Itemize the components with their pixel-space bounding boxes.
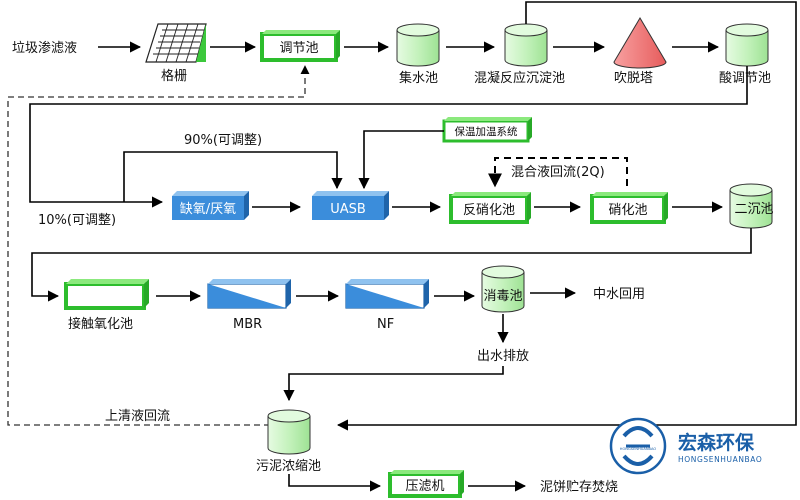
sludge-line-to-thickener xyxy=(283,366,504,402)
brand-logo: HONGSENHUANBAO 宏森环保 HONGSENHUANBAO xyxy=(609,417,762,475)
filter-press-label: 压滤机 xyxy=(405,479,444,494)
sludge-thickener-label: 污泥浓缩池 xyxy=(256,458,321,474)
stripping-tower-label: 吹脱塔 xyxy=(614,71,653,86)
reclaimed-water-label: 中水回用 xyxy=(593,287,645,302)
arrow-acid-to-anoxic xyxy=(29,66,748,208)
contact-oxidation-label: 接触氧化池 xyxy=(68,316,133,332)
anoxic-anaerobic-box: 缺氧/厌氧 xyxy=(172,191,249,220)
collection-tank-label: 集水池 xyxy=(399,70,438,86)
filter-press-box: 压滤机 xyxy=(388,470,464,498)
screen-label: 格栅 xyxy=(161,68,187,84)
uasb-box: UASB xyxy=(312,191,389,220)
logo-h-mark-icon xyxy=(622,426,654,466)
mixed-liquor-return-line xyxy=(488,157,628,188)
contact-oxidation-box xyxy=(64,279,149,310)
mixed-liquor-return-label: 混合液回流(2Q) xyxy=(511,165,605,180)
ratio-10-label: 10%(可调整) xyxy=(38,213,116,228)
input-label: 垃圾渗滤液 xyxy=(12,41,77,56)
secondary-clarifier-label: 二沉池 xyxy=(734,202,773,217)
brand-name-cn: 宏森环保 xyxy=(678,431,755,454)
coag-sed-tank-label: 混凝反应沉淀池 xyxy=(474,70,565,86)
nitrification-tank-box: 硝化池 xyxy=(590,192,668,224)
regulating-tank-box: 调节池 xyxy=(260,30,340,62)
insulation-heating-label: 保温加温系统 xyxy=(455,125,518,138)
arrow-clarifier-to-contact xyxy=(31,228,752,302)
disinfection-tank-icon: 消毒池 xyxy=(481,265,525,313)
effluent-discharge-label: 出水排放 xyxy=(477,349,529,364)
supernatant-return-label: 上清液回流 xyxy=(105,409,170,424)
supernatant-return-line xyxy=(7,65,310,426)
sludge-cake-label: 泥饼贮存焚烧 xyxy=(540,480,618,495)
arrow-90-to-uasb xyxy=(123,151,343,202)
screen-icon xyxy=(145,23,207,63)
secondary-clarifier-icon: 二沉池 xyxy=(729,183,774,229)
sludge-thickener-icon xyxy=(267,409,311,455)
denitrification-tank-label: 反硝化池 xyxy=(463,203,515,218)
regulating-tank-label: 调节池 xyxy=(279,41,318,56)
acid-regulating-tank-icon xyxy=(725,23,769,67)
nf-label: NF xyxy=(377,317,394,332)
coag-sed-tank-icon xyxy=(504,23,548,67)
arrow-thickener-to-press xyxy=(288,474,382,492)
acid-regulating-tank-label: 酸调节池 xyxy=(719,71,771,86)
nitrification-tank-label: 硝化池 xyxy=(608,203,647,218)
uasb-label: UASB xyxy=(330,202,366,217)
mbr-box xyxy=(207,279,291,309)
mbr-label: MBR xyxy=(233,317,262,332)
stripping-tower-icon xyxy=(613,17,667,69)
denitrification-tank-box: 反硝化池 xyxy=(449,192,531,224)
insulation-heating-box: 保温加温系统 xyxy=(442,117,532,143)
disinfection-tank-label: 消毒池 xyxy=(483,289,522,304)
anoxic-anaerobic-label: 缺氧/厌氧 xyxy=(180,202,236,217)
brand-name-en: HONGSENHUANBAO xyxy=(678,455,762,464)
ratio-90-label: 90%(可调整) xyxy=(184,133,262,148)
nf-box xyxy=(345,279,429,309)
logo-ring-text: HONGSENHUANBAO xyxy=(620,447,657,451)
arrow-heating-to-uasb xyxy=(358,130,444,190)
collection-tank-icon xyxy=(396,23,440,67)
